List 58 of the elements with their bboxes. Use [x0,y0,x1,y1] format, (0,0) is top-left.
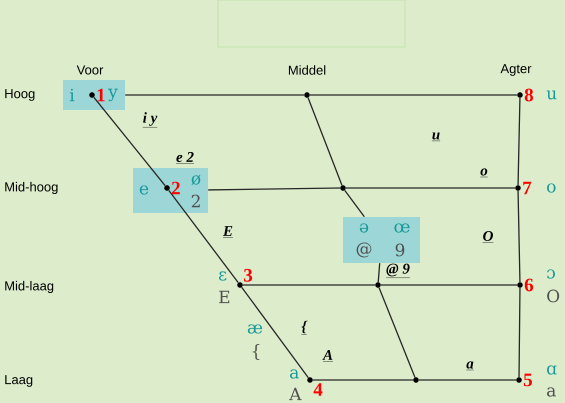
chart-line [518,288,521,378]
row-label: Laag [5,375,32,387]
chart-line [517,190,521,282]
phoneme-symbol: ɛ [219,271,226,281]
chart-line [93,96,166,186]
column-label: Middel [288,65,326,75]
chart-line [208,187,340,191]
vowel-point: 6 [517,278,534,292]
phoneme-symbol: E [219,290,230,304]
vowel-point: 8 [517,88,533,102]
phoneme-symbol: æ [248,324,262,334]
vowel-label: a [466,361,474,370]
chart-line [242,284,376,286]
vowel-point: 1 [89,88,105,102]
phoneme-symbol: a [290,369,299,379]
chart-line [241,286,309,378]
row-label: Mid-laag [5,280,54,294]
chart-line [378,287,416,378]
chart-line [307,98,343,186]
vowel-point: 5 [516,374,532,386]
phoneme-symbol: { [252,344,260,360]
chart-line [310,94,518,96]
vowel-point: 2 [164,182,180,194]
row-label: Mid-hoog [5,182,58,194]
vowel-label: o [480,168,488,178]
phoneme-symbol: u [546,90,557,100]
phoneme-symbol: ɑ [547,365,557,375]
vowel-label: { [301,320,308,335]
phoneme-symbol: ɔ [547,269,555,279]
chart-line [517,98,521,186]
vowel-point: 7 [515,182,532,194]
chart-line [312,379,414,381]
chart-line [168,190,239,284]
vowel-point: 3 [237,268,252,288]
chart-line [378,263,380,282]
phoneme-symbol: A [289,388,302,400]
column-label: Agter [500,64,532,76]
vowel-label: A [322,350,334,362]
phoneme-symbol: a [547,387,556,397]
column-label: Voor [76,65,104,75]
chart-line [344,190,365,218]
phoneme-symbol: O [547,290,560,302]
chart-line [380,284,518,286]
vowel-label: E [222,226,234,238]
vowel-label: i y [142,112,158,128]
vowel-label: @ 9 [386,264,410,278]
highlight-box: ə œ @ 9 [343,217,420,263]
vowel-label: u [432,132,440,142]
node-label: 2 [172,182,180,194]
phoneme-symbol: o [547,183,556,193]
node-label: 1 [98,88,105,102]
chart-line [346,187,516,189]
vowel-label: O [482,230,494,243]
chart-line [418,379,516,381]
chart-line [125,94,304,96]
row-label: Hoog [5,89,34,101]
vowel-label: e 2 [176,152,194,164]
vowel-point: 4 [307,377,322,396]
